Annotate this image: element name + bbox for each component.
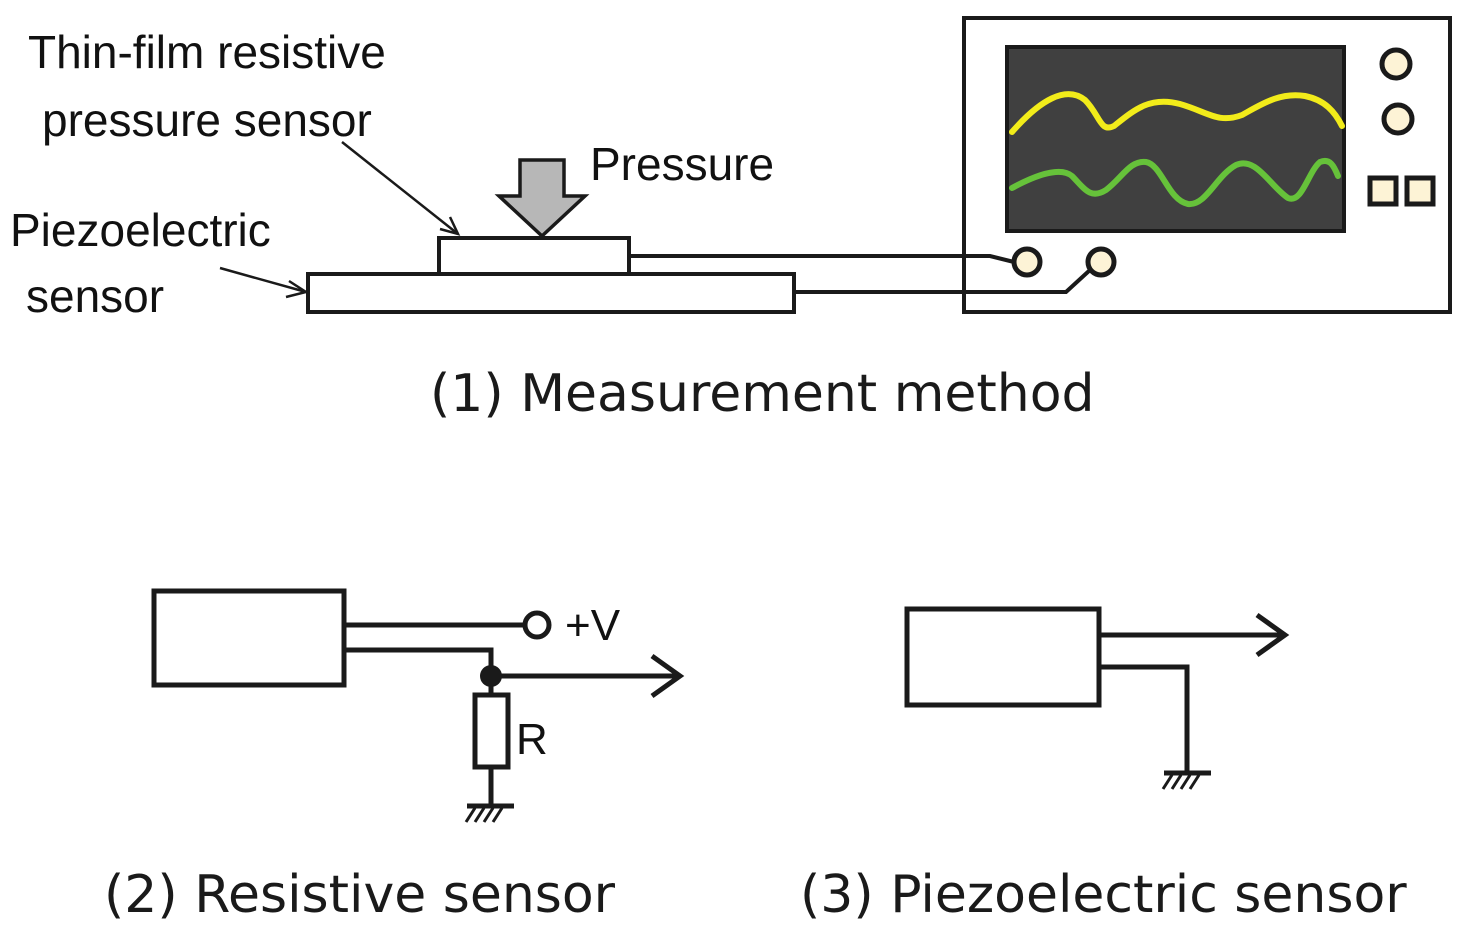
piezoelectric-sensor-box bbox=[904, 606, 1102, 708]
output-arrow-icon bbox=[1255, 612, 1290, 658]
resistive-sensor-box bbox=[151, 588, 347, 688]
measurement-setup: Thin-film resistive pressure sensor Pres… bbox=[10, 16, 1452, 424]
oscilloscope-knob-icon bbox=[1379, 47, 1413, 81]
thin-film-sensor-label-line1: Thin-film resistive bbox=[28, 26, 386, 78]
oscilloscope-button-icon bbox=[1367, 175, 1399, 207]
piezo-ground-wire bbox=[1099, 664, 1190, 773]
output-arrow-icon bbox=[650, 653, 685, 699]
ground-symbol-icon bbox=[464, 803, 514, 823]
thin-film-wire bbox=[629, 254, 1015, 264]
resistive-sensor-circuit: +V R (2) Resistive sensor bbox=[104, 588, 685, 925]
caption-resistive-sensor: (2) Resistive sensor bbox=[104, 865, 616, 925]
thin-film-leader-arrow bbox=[341, 141, 461, 236]
pressure-label: Pressure bbox=[590, 138, 774, 190]
piezo-sensor-label-line1: Piezoelectric bbox=[10, 204, 271, 256]
piezoelectric-sensor-circuit: (3) Piezoelectric sensor bbox=[800, 606, 1407, 925]
caption-measurement-method: (1) Measurement method bbox=[430, 364, 1095, 424]
piezoelectric-sensor bbox=[306, 272, 796, 314]
oscilloscope-button-icon bbox=[1404, 175, 1436, 207]
piezo-sensor-label-line2: sensor bbox=[26, 270, 164, 322]
resistor bbox=[472, 692, 511, 770]
thin-film-sensor-label-line2: pressure sensor bbox=[42, 94, 372, 146]
plus-v-label: +V bbox=[565, 601, 621, 650]
piezo-wire bbox=[794, 268, 1092, 294]
oscilloscope-screen bbox=[1005, 45, 1346, 233]
input-terminal-icon bbox=[1085, 246, 1117, 278]
ground-symbol-icon bbox=[1161, 770, 1211, 790]
resistor-label: R bbox=[516, 715, 548, 764]
supply-terminal-icon bbox=[522, 610, 552, 640]
thin-film-resistive-sensor bbox=[437, 236, 631, 276]
green-signal-trace bbox=[1009, 158, 1341, 207]
caption-piezoelectric-sensor: (3) Piezoelectric sensor bbox=[800, 865, 1407, 925]
input-terminal-icon bbox=[1011, 246, 1043, 278]
oscilloscope bbox=[962, 16, 1452, 314]
oscilloscope-knob-icon bbox=[1381, 102, 1415, 136]
yellow-signal-trace bbox=[1009, 91, 1345, 135]
signal-wire bbox=[344, 647, 494, 676]
piezo-leader-arrow bbox=[219, 266, 310, 299]
pressure-arrow-icon bbox=[494, 158, 590, 239]
